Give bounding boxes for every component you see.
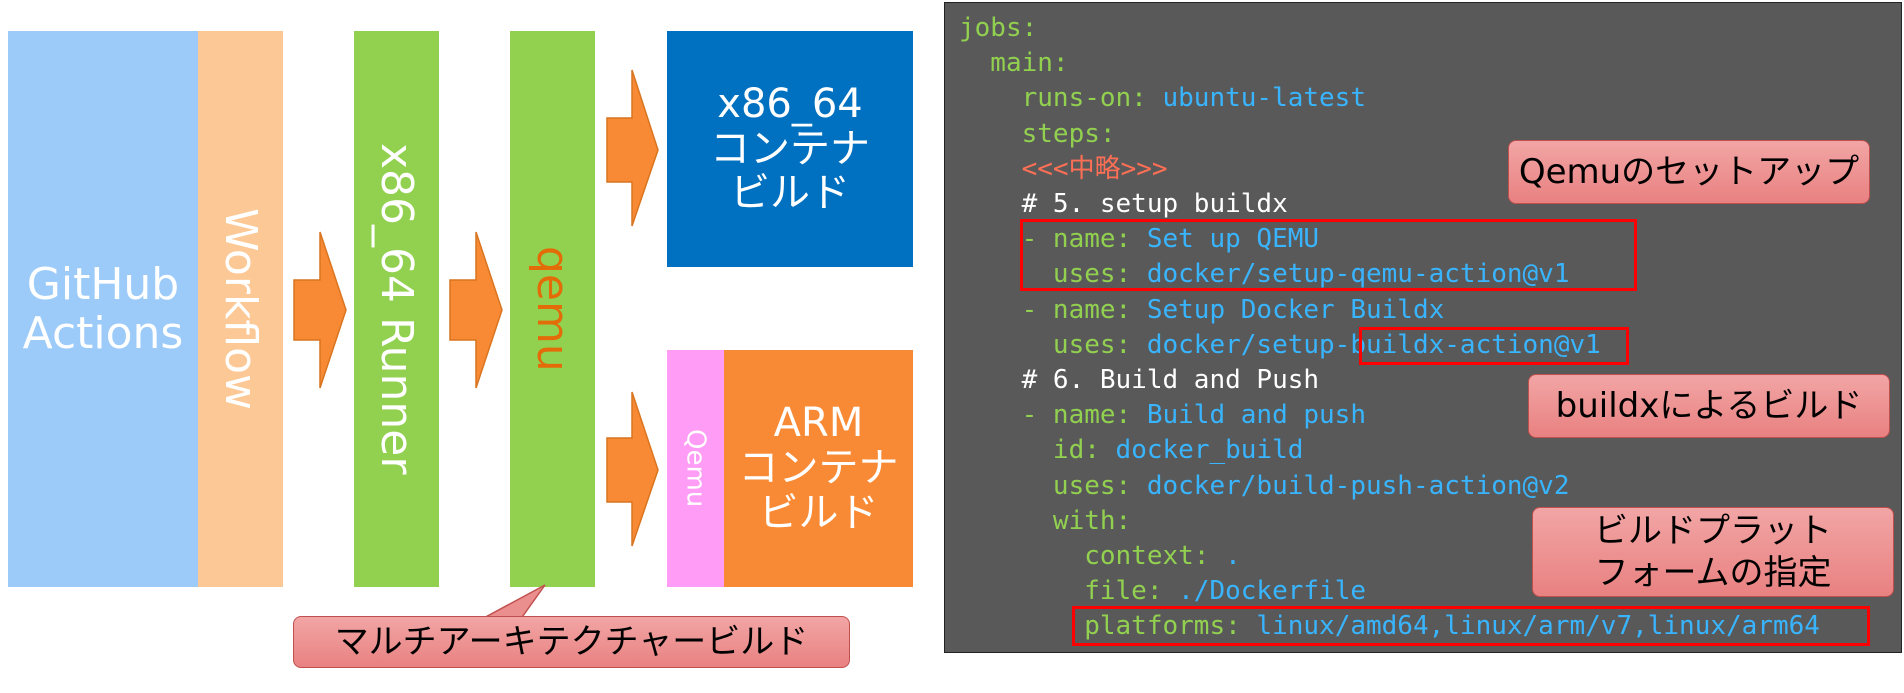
code-value: linux/amd64,linux/arm/v7,linux/arm64 — [1256, 611, 1820, 642]
code-key: context: — [959, 541, 1226, 571]
code-key: platforms: — [959, 611, 1257, 642]
x86-build-box: x86_64 コンテナ ビルド — [667, 31, 913, 267]
multiarch-callout-label: マルチアーキテクチャービルド — [334, 621, 809, 662]
highlight-platforms — [1072, 606, 1870, 646]
arm-build-label: ARM コンテナ ビルド — [738, 400, 899, 536]
arrow-qemu-to-arm — [606, 391, 659, 547]
multiarch-callout: マルチアーキテクチャービルド — [293, 616, 850, 668]
runner-block: x86_64 Runner — [354, 31, 439, 587]
workflow-label: Workflow — [215, 207, 266, 411]
github-actions-block: GitHub Actions — [8, 31, 198, 587]
code-line: runs-on: ubuntu-latest — [959, 81, 1366, 115]
code-comment: # 6. Build and Push — [959, 365, 1320, 395]
platform-callout: ビルドプラット フォームの指定 — [1532, 507, 1894, 597]
code-key: - name: — [959, 400, 1147, 431]
code-value: docker/build-push-action@v2 — [1146, 470, 1570, 501]
highlight-buildx-action — [1359, 327, 1629, 365]
qemu-block: qemu — [510, 31, 595, 587]
code-omitted-marker: <<<中略>>> — [959, 153, 1168, 184]
code-value: docker/setup-qemu-action@v1 — [1146, 259, 1570, 290]
code-line: uses: docker/setup-buildx-action@v1 — [959, 328, 1601, 362]
github-actions-label: GitHub Actions — [22, 258, 184, 359]
runner-label: x86_64 Runner — [371, 143, 422, 475]
code-line: file: ./Dockerfile — [959, 574, 1366, 608]
code-key: uses: — [959, 329, 1147, 360]
code-key: with: — [959, 505, 1132, 536]
code-key: id: — [959, 435, 1116, 466]
code-value: docker/setup-buildx-action@v1 — [1146, 329, 1601, 360]
code-key: main: — [959, 48, 1069, 79]
code-key: uses: — [959, 259, 1147, 290]
code-line: # 6. Build and Push — [959, 363, 1319, 397]
code-line: platforms: linux/amd64,linux/arm/v7,linu… — [959, 609, 1820, 643]
code-key: - name: — [959, 294, 1147, 325]
code-value: Setup Docker Buildx — [1146, 294, 1445, 325]
arm-qemu-block: Qemu — [667, 350, 724, 587]
code-line: id: docker_build — [959, 433, 1303, 467]
code-line: uses: docker/setup-qemu-action@v1 — [959, 257, 1570, 291]
code-key: jobs: — [959, 13, 1038, 43]
code-key: - name: — [959, 224, 1147, 255]
code-key: file: — [959, 576, 1179, 607]
multiarch-callout-tail — [479, 584, 546, 621]
code-value: ubuntu-latest — [1162, 83, 1367, 114]
code-line: - name: Build and push — [959, 398, 1366, 432]
code-value: Build and push — [1146, 400, 1366, 431]
highlight-setup-qemu — [1020, 219, 1637, 291]
code-value: docker_build — [1115, 435, 1304, 466]
qemu-setup-callout-label: Qemuのセットアップ — [1518, 151, 1860, 192]
code-key: uses: — [959, 470, 1147, 501]
code-line: with: — [959, 504, 1131, 538]
x86-build-label: x86_64 コンテナ ビルド — [710, 80, 870, 217]
code-line: uses: docker/build-push-action@v2 — [959, 469, 1570, 503]
buildx-callout: buildxによるビルド — [1528, 374, 1890, 438]
qemu-label: qemu — [527, 246, 578, 372]
code-key: steps: — [959, 118, 1116, 149]
code-line: <<<中略>>> — [959, 152, 1168, 186]
code-key: runs-on: — [959, 83, 1163, 114]
code-value: . — [1225, 541, 1241, 571]
platform-callout-label: ビルドプラット フォームの指定 — [1594, 510, 1832, 594]
qemu-setup-callout: Qemuのセットアップ — [1508, 140, 1870, 204]
code-line: - name: Set up QEMU — [959, 222, 1319, 256]
code-line: - name: Setup Docker Buildx — [959, 293, 1445, 327]
arrow-qemu-to-x86 — [606, 69, 659, 227]
workflow-block: Workflow — [198, 31, 283, 587]
arrow-workflow-to-runner — [293, 231, 347, 389]
arm-qemu-label: Qemu — [680, 429, 711, 508]
code-value: Set up QEMU — [1146, 224, 1320, 255]
buildx-callout-label: buildxによるビルド — [1555, 385, 1863, 426]
code-value: ./Dockerfile — [1178, 576, 1366, 607]
code-line: jobs: — [959, 11, 1037, 45]
code-line: main: — [959, 46, 1069, 80]
code-line: # 5. setup buildx — [959, 187, 1288, 221]
code-line: context: . — [959, 539, 1241, 573]
arrow-runner-to-qemu — [449, 231, 503, 389]
code-comment: # 5. setup buildx — [959, 189, 1288, 219]
code-line: steps: — [959, 117, 1116, 151]
arm-build-box: ARM コンテナ ビルド — [724, 350, 913, 587]
